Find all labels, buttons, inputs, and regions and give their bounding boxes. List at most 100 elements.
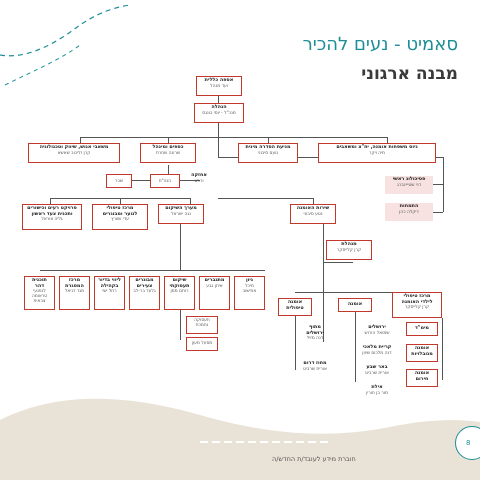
org-foster-emergency-sub: לילדי האומנה <box>401 298 433 305</box>
org-housing-child-sub: לנפגעי <box>33 289 46 295</box>
org-housing-child-box: שיקום תעסוקתי רותם ממן <box>164 276 195 310</box>
org-unit-extra: עדי שוורץ <box>111 217 129 223</box>
org-employment-child-sub: מסעל מעון <box>191 341 213 346</box>
org-housing-child-title: ליווי בדיור <box>98 277 121 283</box>
org-housing-sub: נגה ישראל <box>171 211 191 217</box>
org-finance-child-title: אחזקה <box>191 172 207 178</box>
org-employment-child-sub: תעסוקה <box>194 318 210 323</box>
org-staff-psych-box: פסיכולוג ראשי דני שטייינברג <box>385 176 433 194</box>
org-unit-title: מרכז טיפולי <box>106 205 134 211</box>
org-housing-child-box: ליווי בדיור בקהילה רחל ישי <box>94 276 125 310</box>
org-dept-hr-box: משאבי אנוש, שיווק וטכנולוגיה קרן זליכוב … <box>28 143 120 163</box>
org-foster-manager-title: מנהלת <box>341 241 357 247</box>
org-housing-child-sub: מיכל <box>245 283 254 289</box>
org-foster-side-title: אומנה <box>414 370 430 376</box>
org-housing-child-extra: טראומה צבאית <box>31 294 48 305</box>
org-dept-title: משאבי אנוש, שיווק וטכנולוגיה <box>39 144 109 150</box>
org-foster-sub-title: באר שבע <box>366 364 388 370</box>
org-foster-sub-sub: מור בן חורין <box>366 390 388 396</box>
org-foster-emergency-extra: קרן קלייסקר <box>404 305 430 311</box>
org-foster-side-title: אומנה <box>414 345 430 351</box>
org-foster-therapeutic-box: אומנה טיפולית <box>278 298 312 316</box>
org-foster-service-box: שירות האומנה נטע סיבוני <box>290 204 336 224</box>
org-housing-child-extra: רותם ממן <box>170 289 189 295</box>
org-foster-emergency-center-box: מרכז טיפולי לילדי האומנה קרן קלייסקר <box>392 292 442 318</box>
org-staff-title: פסיכולוג ראשי <box>392 176 426 182</box>
org-foster-manager-sub: קרן קלייסקר <box>336 247 362 253</box>
org-housing-child-sub: תעסוקתי <box>169 282 190 289</box>
org-management-box: הנהלה מנכ"ל - יוסי בונגס <box>194 103 244 123</box>
org-dept-title: כספים ומינהל <box>152 144 184 150</box>
org-dept-harassment-box: מניעת הסדרה מינית נועם סיבוני <box>238 143 298 163</box>
org-unit-sub: ותכנית צעד ראשון <box>31 210 73 217</box>
org-housing-child-box: מרכז המסגרת מגד דניאל <box>59 276 90 310</box>
org-housing-child-box: תוכנית דהר לנפגעי טראומה צבאית <box>24 276 55 310</box>
org-housing-child-box: מבוגרים צעירים גלעד בר-לב <box>129 276 160 310</box>
org-housing-child-title: מבוגרים <box>135 277 154 283</box>
org-foster-regular-box: אומנה <box>338 298 372 312</box>
org-foster-sub-item: באר שבע אורית שרביט <box>358 364 396 382</box>
org-foster-therapeutic-sub: טיפולית <box>286 304 304 311</box>
org-foster-sub-item: מחוז דרום אורית שרביט <box>298 360 332 378</box>
org-employment-child-box: מסעל מעון <box>186 337 218 351</box>
org-foster-side-box: מימ"ד <box>406 322 438 336</box>
org-finance-child-label: הנה"ח <box>158 179 172 184</box>
org-foster-sub-title: ירושלים <box>368 324 386 330</box>
org-housing-child-extra: אחישוב <box>242 288 257 294</box>
org-foster-sub-title: אילת <box>371 384 383 390</box>
org-foster-side-box: אומנה חירום <box>406 369 438 387</box>
org-staff-title: התמחות <box>399 203 419 209</box>
page-number: 8 <box>455 426 480 460</box>
org-foster-emergency-title: מרכז טיפולי <box>403 293 431 299</box>
org-foster-sub-sub: דנה מלכום שיוון <box>362 350 392 356</box>
org-foster-side-box: אומנה מגובלויות <box>406 344 438 362</box>
org-housing-child-sub: צעירים <box>136 282 153 289</box>
org-staff-sub: דני שטייינברג <box>396 182 422 188</box>
org-foster-side-title: מימ"ד <box>415 325 429 331</box>
org-housing-child-title: מרכז <box>68 277 81 283</box>
org-assembly-box: אספה כללית ועד מנהל <box>196 76 242 96</box>
org-housing-child-title: מתגברים <box>204 277 225 283</box>
org-foster-sub-title: קריית מלאכי <box>362 344 392 350</box>
org-finance-maintenance-box: אחזקה ורכש <box>184 172 214 190</box>
org-housing-child-title: שיקום <box>172 277 187 283</box>
org-dept-title: מניעת הסדרה מינית <box>245 144 291 150</box>
org-foster-sub-item: אילת מור בן חורין <box>358 384 396 402</box>
org-management-sub: מנכ"ל - יוסי בונגס <box>202 110 236 116</box>
org-housing-box: מערך השיקום נגה ישראל <box>158 204 204 224</box>
org-assembly-title: אספה כללית <box>204 77 234 83</box>
org-dept-sub: נועם סיבוני <box>257 150 279 156</box>
org-unit-reim-box: פרויקט רעים וכישורים ותכנית צעד ראשון גל… <box>22 204 82 230</box>
org-dept-recruit-box: גיוס משפחות אומנה, יח"צ ומשאבים מיה ויקר <box>318 143 436 163</box>
org-assembly-sub: ועד מנהל <box>210 83 228 89</box>
org-unit-extra: גליה צוראל <box>41 217 63 223</box>
org-housing-child-box: גיון מיכל אחישוב <box>234 276 265 310</box>
org-foster-service-sub: נטע סיבוני <box>303 211 323 217</box>
org-dept-sub: קרן זליכוב שאשא <box>57 150 91 156</box>
org-management-title: הנהלה <box>211 104 227 110</box>
org-dept-sub: שרונה שחרת <box>155 150 181 156</box>
org-housing-child-box: מתגברים איתן גבע <box>199 276 230 310</box>
page-title: סאמיט - נעים להכיר <box>302 34 458 55</box>
org-dept-title: גיוס משפחות אומנה, יח"צ ומשאבים <box>336 144 418 150</box>
org-employment-child-box: תעסוקה נתמכת <box>186 316 218 334</box>
org-housing-child-title: תוכנית דהר <box>32 277 47 289</box>
org-housing-child-extra: מגד דניאל <box>64 289 85 295</box>
org-foster-sub-sub: אורית שרביט <box>365 370 389 376</box>
org-foster-side-sub: חירום <box>415 375 429 382</box>
org-foster-therapeutic-title: אומנה <box>287 299 303 305</box>
footer-text: חוברת מידע לעובד/ת החדש/ה <box>272 455 356 463</box>
org-housing-child-extra: רחל ישי <box>102 289 117 295</box>
org-foster-sub-sub: שמואל הורוש <box>364 330 390 336</box>
org-housing-title: מערך השיקום <box>165 205 197 211</box>
page-subtitle: מבנה ארגוני <box>361 64 458 84</box>
org-foster-service-title: שירות האומנה <box>296 205 330 211</box>
org-housing-child-sub: המסגרת <box>65 282 84 289</box>
org-foster-side-sub: מגובלויות <box>411 350 433 357</box>
org-staff-sub: דיקלה כהן <box>399 209 419 215</box>
org-finance-payroll-box: שכר <box>106 174 132 188</box>
org-housing-child-extra: גלעד בר-לב <box>133 289 156 295</box>
org-foster-sub-sub: דנה מזיל <box>306 336 324 342</box>
org-foster-sub-sub: אורית שרביט <box>303 366 327 372</box>
org-finance-child-label: שכר <box>115 179 123 184</box>
